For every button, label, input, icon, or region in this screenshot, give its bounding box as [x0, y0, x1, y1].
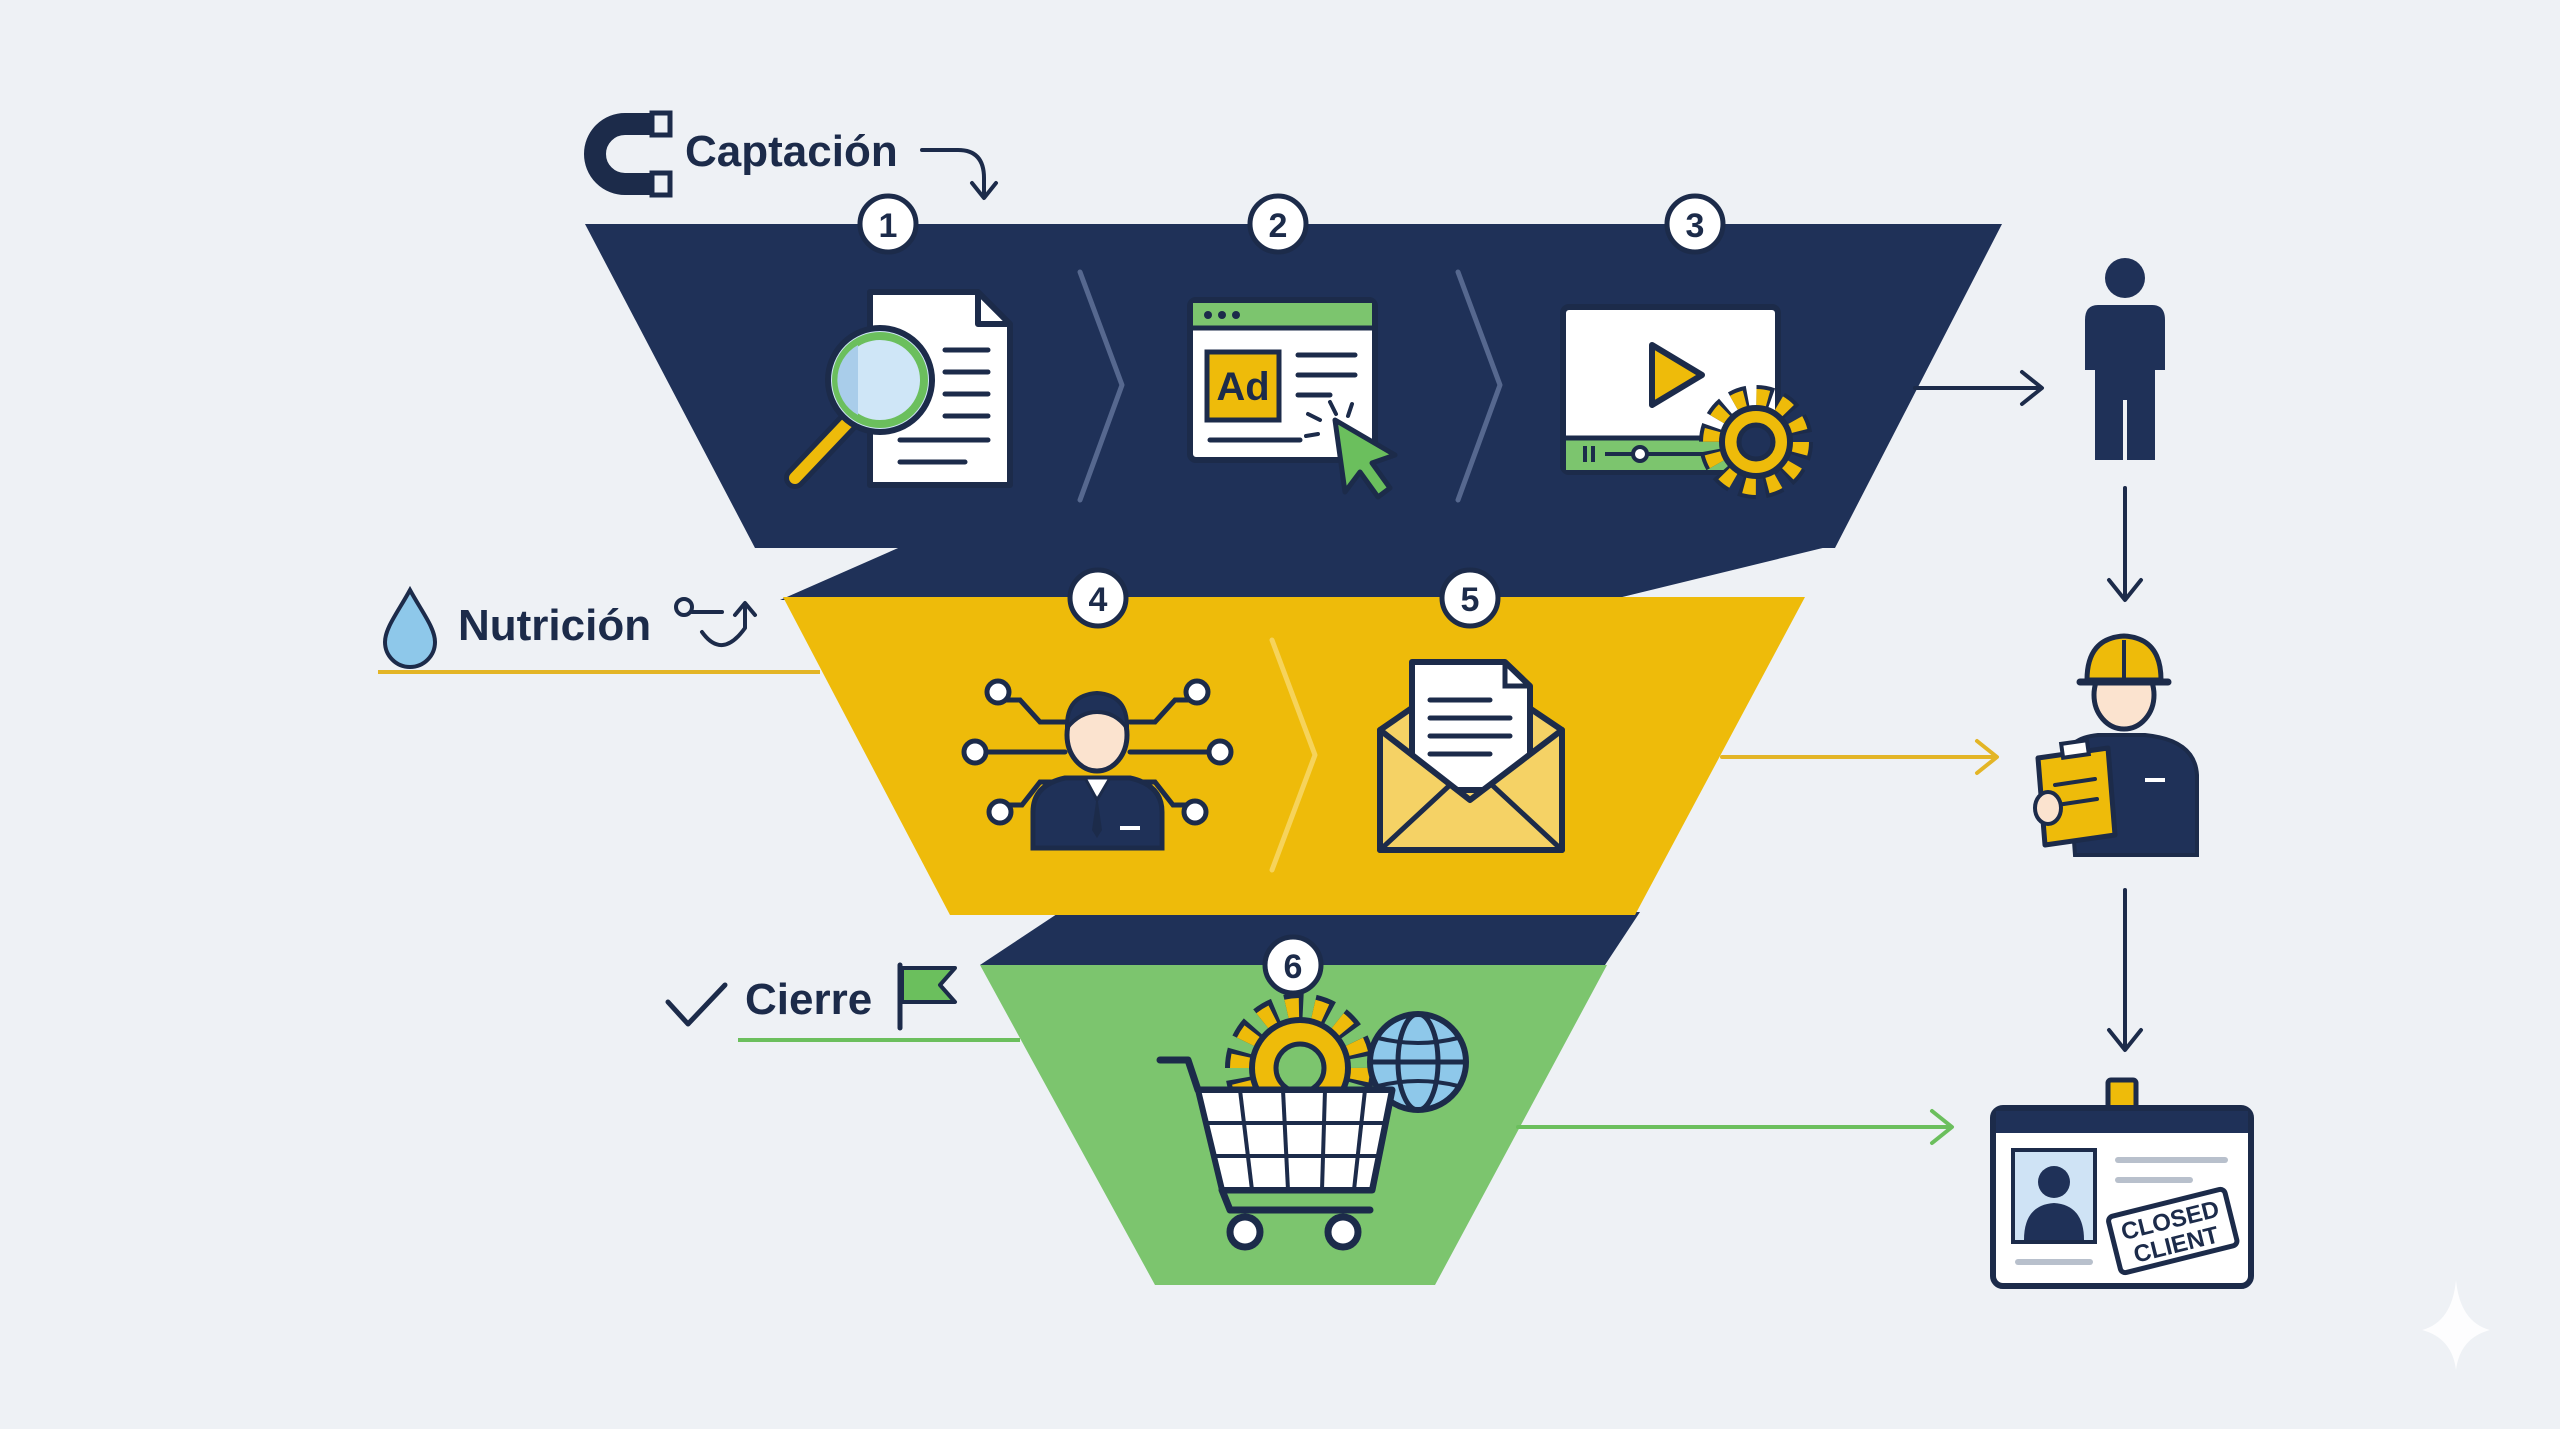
down-arrow — [2107, 888, 2143, 1052]
svg-text:4: 4 — [1089, 581, 1108, 619]
sparkle-icon — [2422, 1280, 2490, 1370]
globe-icon — [1367, 1011, 1469, 1113]
clipboard-icon — [2033, 737, 2118, 848]
step-number-2: 2 — [1247, 193, 1309, 255]
step-chevron — [1077, 269, 1125, 503]
qualified-lead-icon — [2033, 633, 2199, 857]
step-number-4: 4 — [1067, 567, 1129, 629]
svg-text:6: 6 — [1284, 948, 1303, 986]
svg-text:3: 3 — [1686, 207, 1705, 245]
ad-browser-icon: Ad — [1187, 297, 1398, 500]
step-number-1: 1 — [857, 193, 919, 255]
flow-arrow-cierre — [1516, 1109, 1954, 1145]
funnel-connector-2 — [980, 912, 1640, 965]
curved-arrow-icon — [920, 148, 998, 200]
check-icon — [665, 982, 728, 1027]
step-number-3: 3 — [1664, 193, 1726, 255]
step-number-5: 5 — [1439, 567, 1501, 629]
cursor-icon — [1332, 417, 1398, 500]
step-chevron — [1455, 269, 1503, 503]
email-envelope-icon — [1377, 659, 1565, 853]
water-drop-icon — [382, 585, 438, 669]
flow-arrow-nutricion — [1720, 739, 1999, 775]
svg-text:2: 2 — [1269, 207, 1288, 245]
flag-icon — [897, 962, 957, 1031]
video-settings-icon — [1560, 304, 1813, 499]
nurture-flow-icon — [674, 597, 757, 647]
closed-client-card-icon: CLOSED CLIENT — [1990, 1077, 2254, 1289]
ecommerce-cart-icon — [1156, 993, 1469, 1251]
stage-label-captacion: Captación — [584, 110, 998, 200]
funnel-connector-1 — [780, 545, 1835, 600]
stage-title: Nutrición — [458, 601, 651, 650]
down-arrow — [2107, 486, 2143, 602]
stage-label-cierre: Cierre — [665, 962, 1020, 1042]
lead-network-icon — [961, 678, 1234, 851]
magnet-icon — [584, 110, 673, 198]
svg-text:1: 1 — [879, 207, 898, 245]
visitor-person-icon — [2085, 258, 2165, 460]
step-number-6: 6 — [1262, 934, 1324, 996]
funnel-tier-nutricion — [783, 597, 1805, 915]
svg-text:Ad: Ad — [1216, 365, 1269, 409]
click-burst — [1304, 400, 1354, 438]
gear-icon — [1699, 385, 1813, 499]
stage-title: Cierre — [745, 975, 872, 1024]
stage-title: Captación — [685, 127, 898, 176]
flow-arrow-captacion — [1913, 370, 2044, 406]
document-search-icon — [784, 289, 1013, 489]
step-chevron — [1269, 637, 1318, 873]
svg-text:5: 5 — [1461, 581, 1480, 619]
stage-label-nutricion: Nutrición — [378, 585, 820, 674]
